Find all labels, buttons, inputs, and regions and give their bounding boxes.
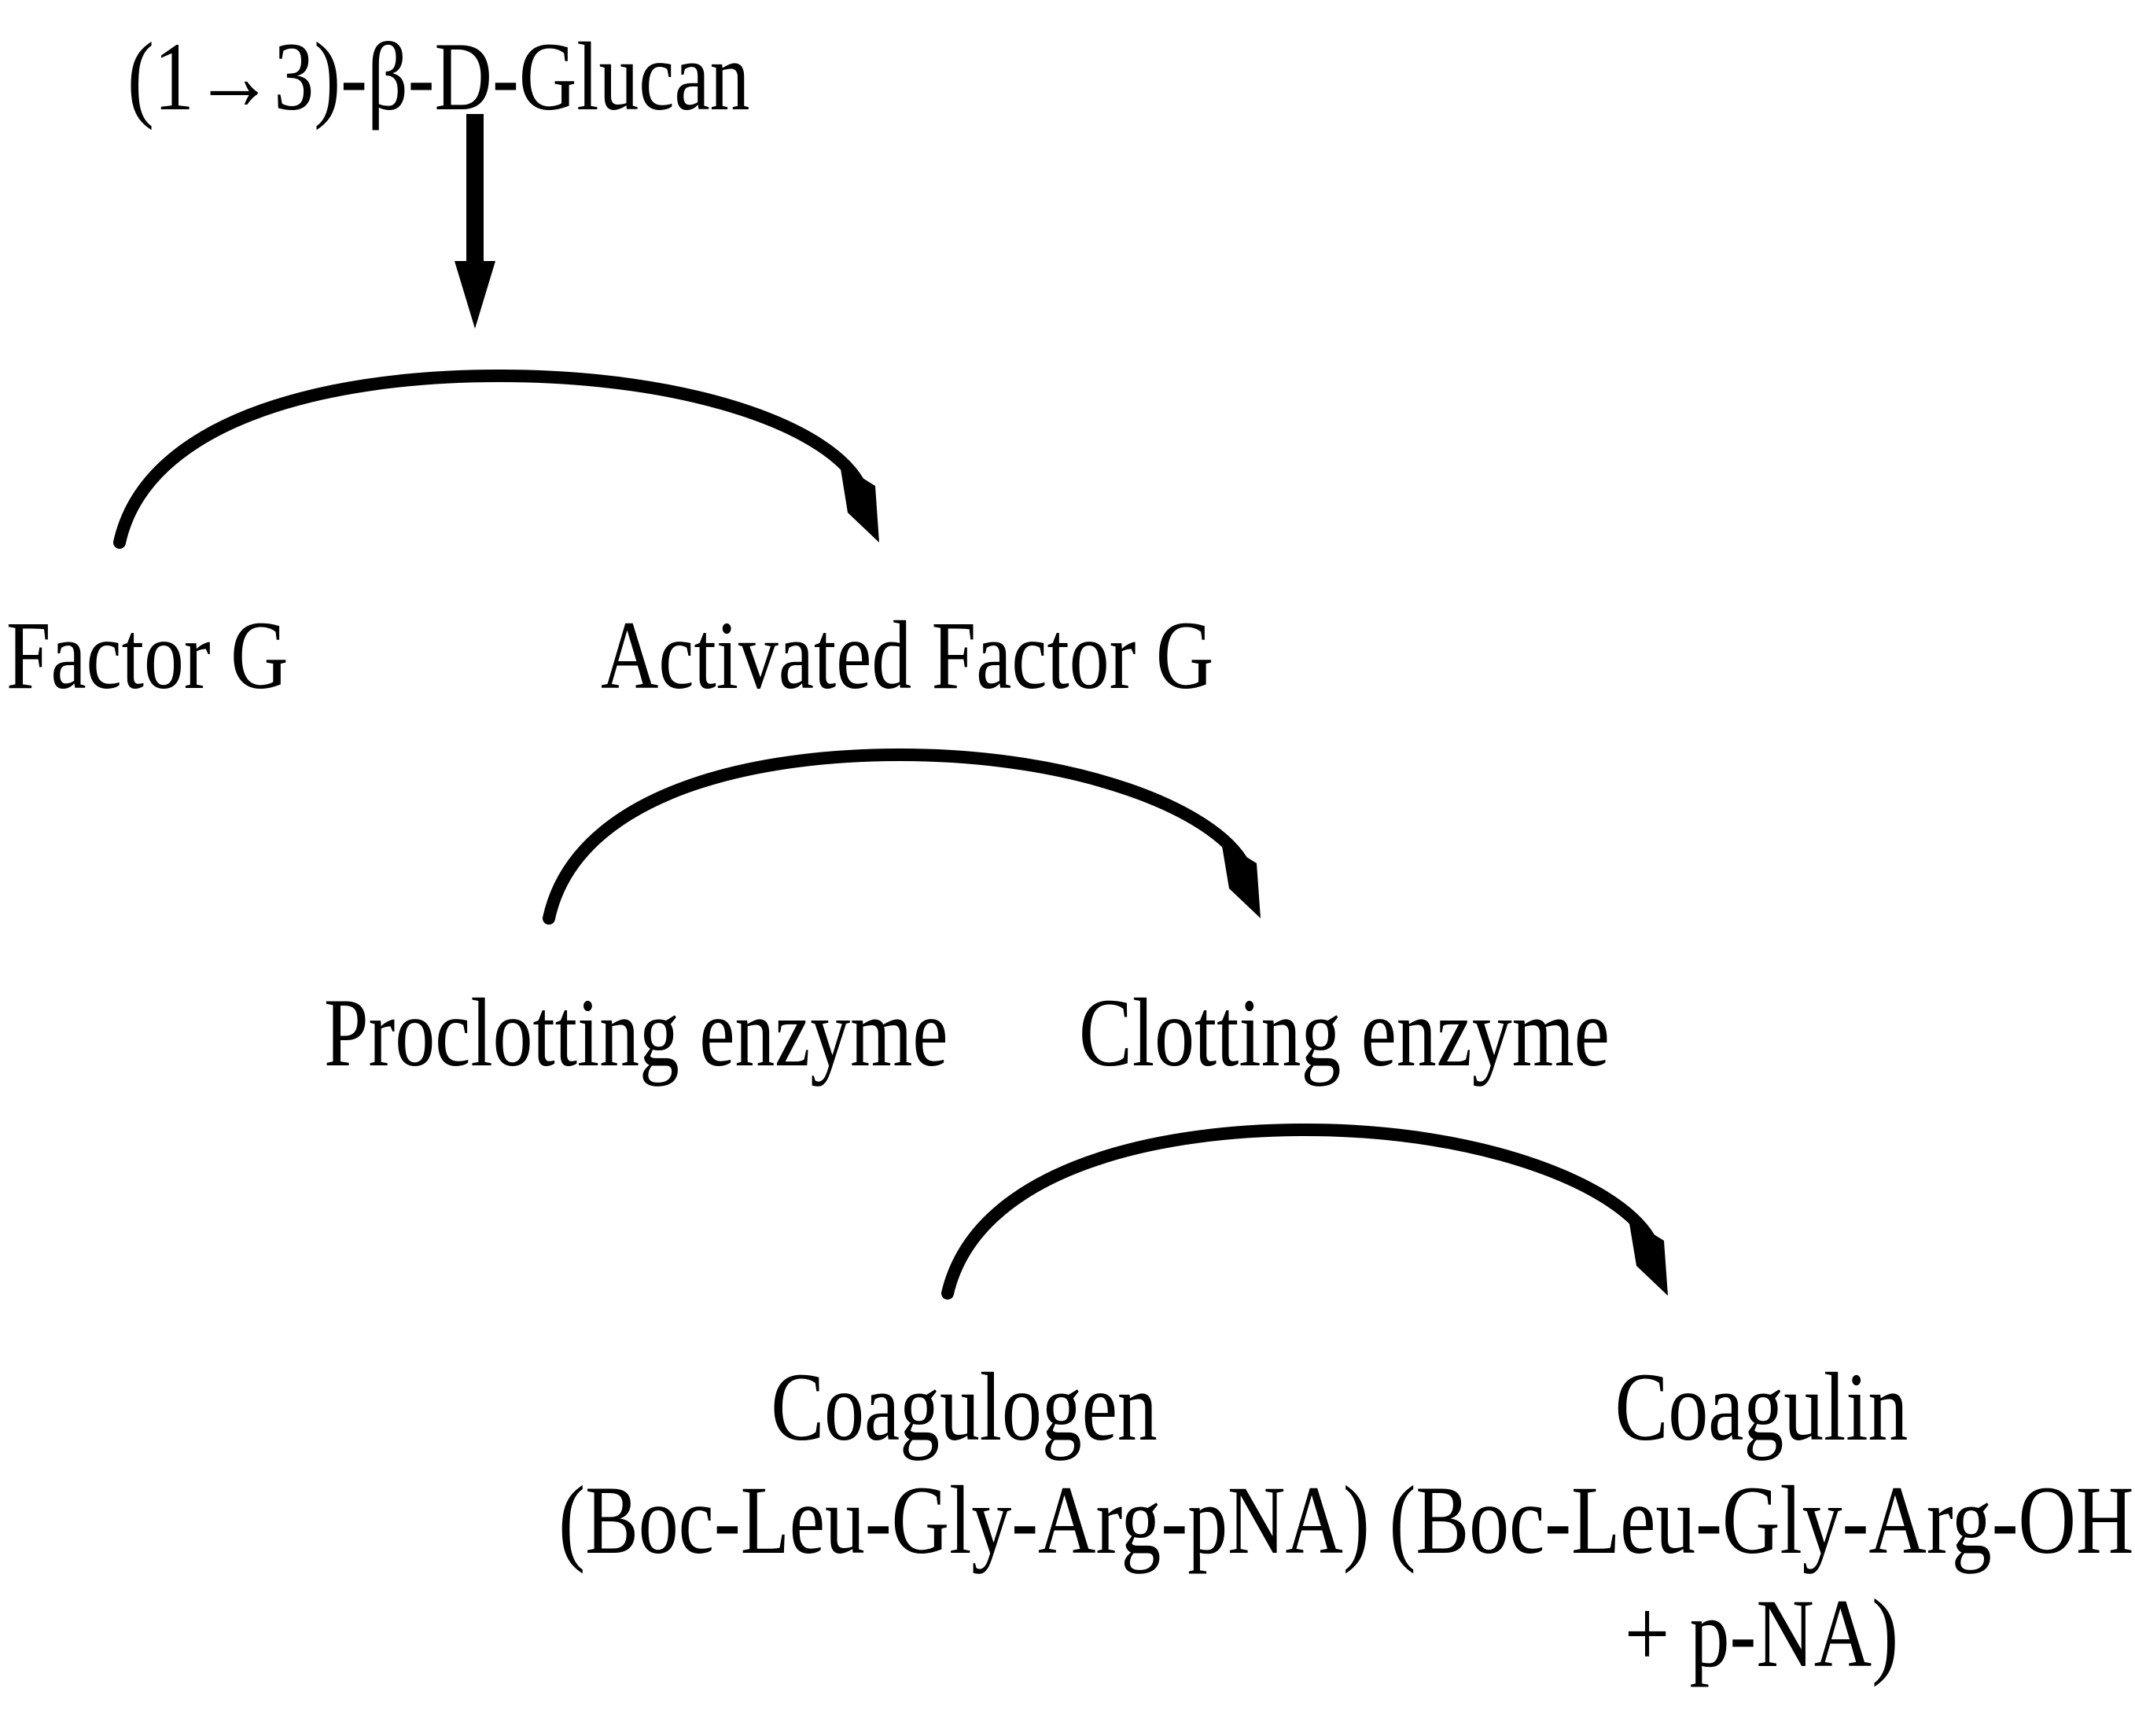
node-coagulin-product-line2: + p-NA) — [1624, 1580, 1899, 1687]
arrowhead-glucan — [455, 261, 495, 329]
node-coagulin-product-line1: (Boc-Leu-Gly-Arg-OH — [1389, 1466, 2134, 1574]
node-clotting-enzyme: Clotting enzyme — [1079, 979, 1610, 1087]
node-glucan: (1→3)-β-D-Glucan — [127, 23, 750, 131]
node-coagulin: Coagulin — [1614, 1353, 1909, 1461]
arrow-factor-g-activation — [113, 369, 867, 549]
arrowhead-factor-g — [840, 464, 879, 542]
arrow-coagulogen-conversion — [941, 1123, 1658, 1300]
arrow-proclotting-activation — [543, 748, 1250, 925]
node-factor-g: Factor G — [6, 601, 289, 709]
node-proclotting-enzyme: Proclotting enzyme — [324, 979, 948, 1087]
node-activated-factor-g: Activated Factor G — [601, 601, 1214, 709]
node-coagulogen-substrate: (Boc-Leu-Gly-Arg-pNA) — [558, 1466, 1370, 1574]
arrowhead-proclotting — [1221, 841, 1261, 918]
arrowhead-coagulogen — [1629, 1219, 1668, 1296]
node-coagulogen: Coagulogen — [771, 1353, 1158, 1461]
